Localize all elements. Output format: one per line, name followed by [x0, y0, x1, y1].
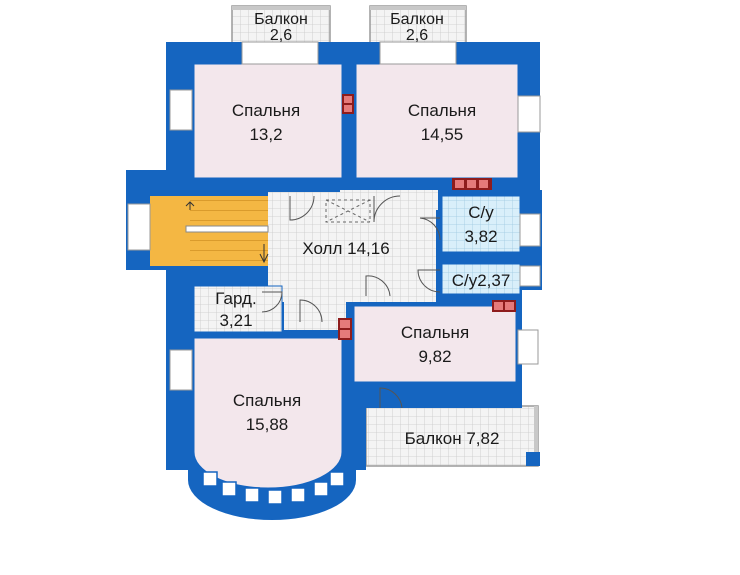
ceiling-opening: [325, 199, 371, 223]
bedroom-2-area: 14,55: [421, 125, 464, 144]
wardrobe-name: Гард.: [215, 289, 256, 308]
wardrobe-area: 3,21: [219, 311, 252, 330]
bedroom-2-floor: [355, 63, 519, 179]
wardrobe-floor: [193, 285, 283, 333]
bedroom-4-floor: [193, 337, 343, 489]
bedroom-3-name: Спальня: [401, 323, 469, 342]
bathroom-2-label: С/у2,37: [452, 271, 511, 290]
bedroom-2-name: Спальня: [408, 101, 476, 120]
bay-window: [202, 471, 345, 505]
bedroom-3-area: 9,82: [418, 347, 451, 366]
balcony-bottom-label: Балкон 7,82: [405, 429, 500, 448]
balcony-top-left-area: 2,6: [270, 27, 292, 44]
balcony-top-left: [231, 5, 331, 45]
bedroom-1-area: 13,2: [249, 125, 282, 144]
chimney-blocks: [338, 94, 516, 340]
balcony-top-right-name: Балкон: [390, 11, 444, 28]
bathroom-1-area: 3,82: [464, 227, 497, 246]
hall-floor: [268, 190, 438, 330]
bedroom-4-name: Спальня: [233, 391, 301, 410]
bedroom-3-floor: [353, 305, 517, 383]
bedroom-1-floor: [193, 63, 343, 179]
bathroom-2-floor: [441, 263, 521, 295]
bedroom-4-area: 15,88: [246, 415, 289, 434]
bathroom-1-name: С/у: [468, 203, 494, 222]
ceiling-opening-cross: [325, 199, 371, 223]
staircase: [150, 196, 269, 266]
balcony-top-right-area: 2,6: [406, 27, 428, 44]
windows: [127, 41, 541, 391]
bathroom-1-floor: [441, 195, 521, 253]
balcony-top-left-name: Балкон: [254, 11, 308, 28]
bedroom-1-name: Спальня: [232, 101, 300, 120]
hall-label: Холл 14,16: [302, 239, 389, 258]
balcony-top-right: [369, 5, 467, 45]
door-swings: [259, 195, 441, 409]
